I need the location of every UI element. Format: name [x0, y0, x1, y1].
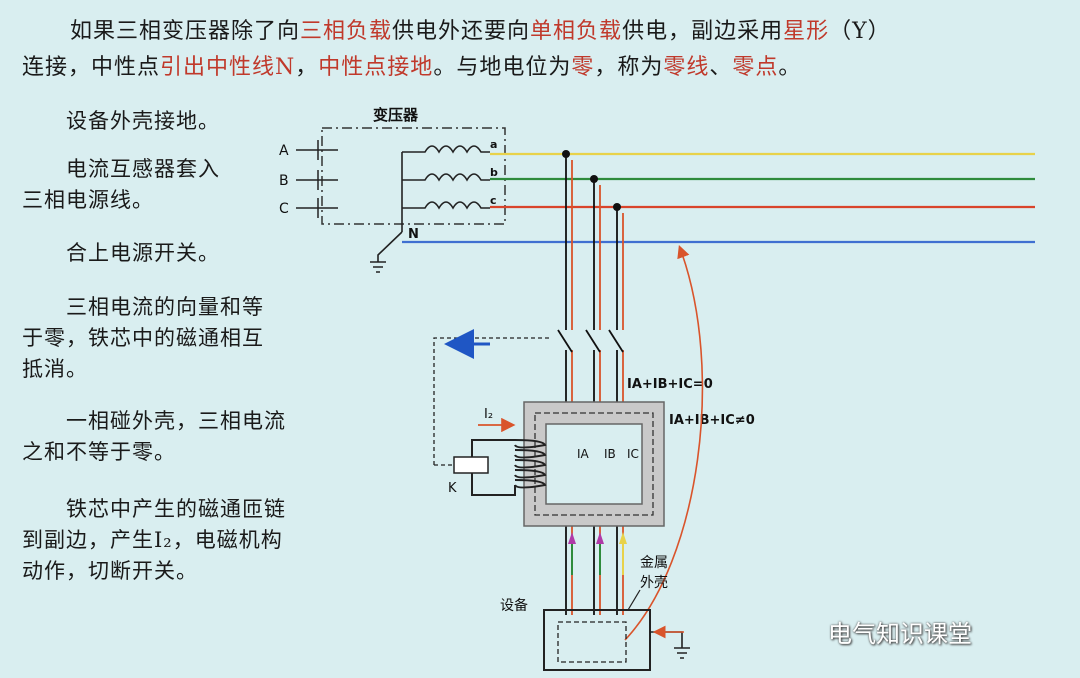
- phase-label-b: B: [279, 173, 289, 189]
- i2-label: I₂: [484, 407, 493, 422]
- step-6: 铁芯中产生的磁通匝链 到副边，产生I₂，电磁机构 动作，切断开关。: [22, 494, 286, 587]
- winding-label-b: b: [490, 166, 498, 179]
- equipment-case: [543, 609, 651, 671]
- ct-core-window: [545, 423, 643, 505]
- watermark: 电气知识课堂: [828, 620, 972, 648]
- core-current-ic: IC: [627, 447, 639, 461]
- header-segment: ，称为: [594, 55, 664, 80]
- vertical-conductors: [557, 154, 624, 615]
- header-segment: 、: [709, 55, 733, 80]
- header-segment: 供电外还要向: [392, 19, 531, 44]
- trip-link: [433, 337, 552, 465]
- step-4-line: 抵消。: [22, 357, 88, 381]
- current-direction-arrows: [568, 532, 627, 575]
- step-6-line: 铁芯中产生的磁通匝链: [66, 497, 286, 521]
- secondary-coil: [471, 439, 547, 496]
- header-line-1: 如果三相变压器除了向三相负载供电外还要向单相负载供电，副边采用星形（Y）: [22, 14, 1072, 50]
- header-segment: ，: [295, 55, 319, 80]
- relay-k: [453, 456, 489, 474]
- winding-label-a: a: [490, 138, 497, 151]
- metal-case-label-2: 外壳: [640, 574, 668, 591]
- header-highlight: 零点: [732, 55, 779, 80]
- step-1-line: 设备外壳接地。: [66, 109, 220, 133]
- step-3: 合上电源开关。: [66, 238, 220, 269]
- sum-nonzero-label: IA+IB+IC≠0: [669, 413, 755, 428]
- sum-zero-label: IA+IB+IC=0: [627, 377, 713, 392]
- transformer-box: [321, 127, 506, 225]
- header-segment: 。: [778, 55, 802, 80]
- step-6-line: 动作，切断开关。: [22, 559, 198, 583]
- step-2-line: 三相电源线。: [22, 188, 154, 212]
- transformer-label: 变压器: [373, 106, 419, 124]
- phase-label-a: A: [279, 143, 289, 159]
- header-segment: 。与地电位为: [433, 55, 572, 80]
- case-ground: [650, 631, 690, 659]
- step-2-line: 电流互感器套入: [66, 157, 220, 181]
- core-current-ib: IB: [604, 447, 616, 461]
- header-segment: 供电，副边采用: [622, 19, 784, 44]
- header-highlight: 星形: [783, 19, 830, 44]
- equipment-label: 设备: [500, 597, 528, 614]
- step-6-line: 到副边，产生I₂，电磁机构: [22, 528, 283, 552]
- metal-case-label-1: 金属: [640, 555, 668, 571]
- primary-inputs: A B C: [279, 140, 338, 218]
- header-segment: 如果三相变压器除了向: [70, 19, 301, 44]
- header-paragraph: 如果三相变压器除了向三相负载供电外还要向单相负载供电，副边采用星形（Y） 连接，…: [22, 14, 1072, 86]
- header-highlight: 引出中性线N: [160, 55, 296, 80]
- step-4: 三相电流的向量和等 于零，铁芯中的磁通相互 抵消。: [22, 292, 264, 385]
- header-highlight: 中性点接地: [318, 55, 434, 80]
- flux-path: [534, 412, 654, 516]
- step-5-line: 之和不等于零。: [22, 440, 176, 464]
- header-segment: 连接，中性点: [22, 55, 161, 80]
- step-5-line: 一相碰外壳，三相电流: [66, 409, 286, 433]
- header-line-2: 连接，中性点引出中性线N，中性点接地。与地电位为零，称为零线、零点。: [22, 50, 1072, 86]
- phase-label-c: C: [279, 201, 289, 217]
- header-highlight: 零: [571, 55, 595, 80]
- step-5: 一相碰外壳，三相电流 之和不等于零。: [22, 406, 286, 468]
- secondary-windings: [370, 145, 490, 273]
- header-highlight: 零线: [663, 55, 710, 80]
- step-1: 设备外壳接地。: [66, 106, 220, 137]
- core-current-ia: IA: [577, 447, 590, 461]
- neutral-label: N: [408, 227, 419, 242]
- relay-label: K: [448, 481, 457, 496]
- step-2: 电流互感器套入 三相电源线。: [22, 154, 220, 216]
- step-3-line: 合上电源开关。: [66, 241, 220, 265]
- header-highlight: 单相负载: [530, 19, 623, 44]
- step-4-line: 三相电流的向量和等: [66, 295, 264, 319]
- fault-current-path: [624, 244, 704, 641]
- step-4-line: 于零，铁芯中的磁通相互: [22, 326, 264, 350]
- header-highlight: 三相负载: [300, 19, 393, 44]
- winding-label-c: c: [490, 194, 497, 207]
- header-segment: （Y）: [829, 19, 891, 44]
- equipment-inner: [557, 621, 627, 663]
